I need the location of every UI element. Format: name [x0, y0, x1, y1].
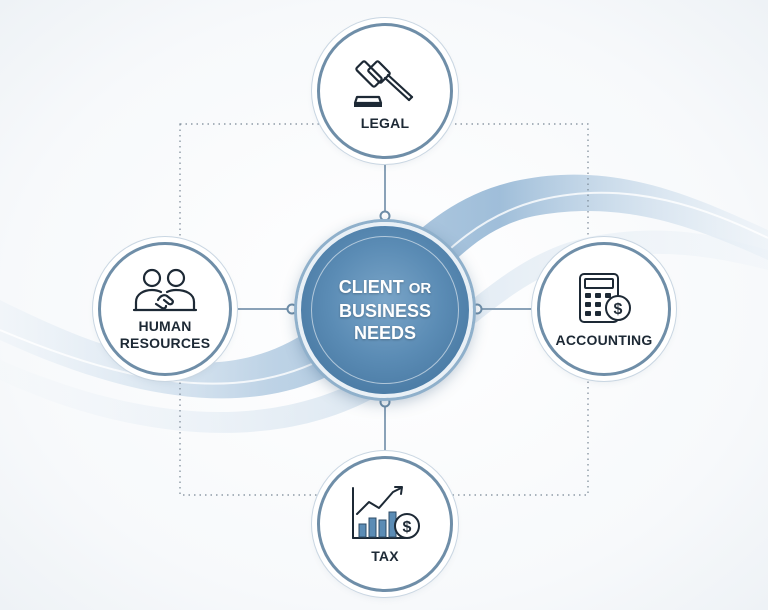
center-inner-ring: [311, 236, 459, 384]
tax-node[interactable]: $ TAX: [317, 456, 453, 592]
gavel-icon: [353, 59, 414, 107]
connector-dot: [471, 303, 483, 315]
human-resources-label: HUMAN RESOURCES: [120, 318, 210, 352]
center-label: CLIENT OR BUSINESS NEEDS: [339, 276, 432, 344]
human-resources-label-line2: RESOURCES: [119, 335, 211, 351]
bar-chart-dollar-icon: $: [352, 485, 420, 539]
center-label-line2: BUSINESS: [338, 301, 431, 321]
svg-text:$: $: [403, 519, 412, 536]
wave-shape-light: [0, 230, 768, 433]
legal-label: LEGAL: [360, 114, 410, 131]
calculator-dollar-icon: $: [579, 272, 631, 323]
center-word-client: CLIENT: [338, 277, 404, 297]
tax-label: TAX: [371, 547, 399, 564]
human-resources-node[interactable]: HUMAN RESOURCES: [98, 242, 232, 376]
people-handshake-icon: [132, 268, 198, 312]
center-word-or: OR: [408, 280, 432, 297]
connector-dot: [286, 303, 298, 315]
accounting-label: ACCOUNTING: [555, 331, 653, 348]
client-business-needs-node[interactable]: CLIENT OR BUSINESS NEEDS: [297, 222, 473, 398]
connector-dot: [379, 210, 391, 222]
connector-dot: [379, 396, 391, 408]
center-label-line1: CLIENT OR: [339, 276, 432, 300]
svg-text:$: $: [614, 301, 623, 318]
human-resources-label-line1: HUMAN: [138, 318, 192, 334]
legal-node[interactable]: LEGAL: [317, 23, 453, 159]
center-label-line3: NEEDS: [353, 323, 416, 343]
accounting-node[interactable]: $ ACCOUNTING: [537, 242, 671, 376]
